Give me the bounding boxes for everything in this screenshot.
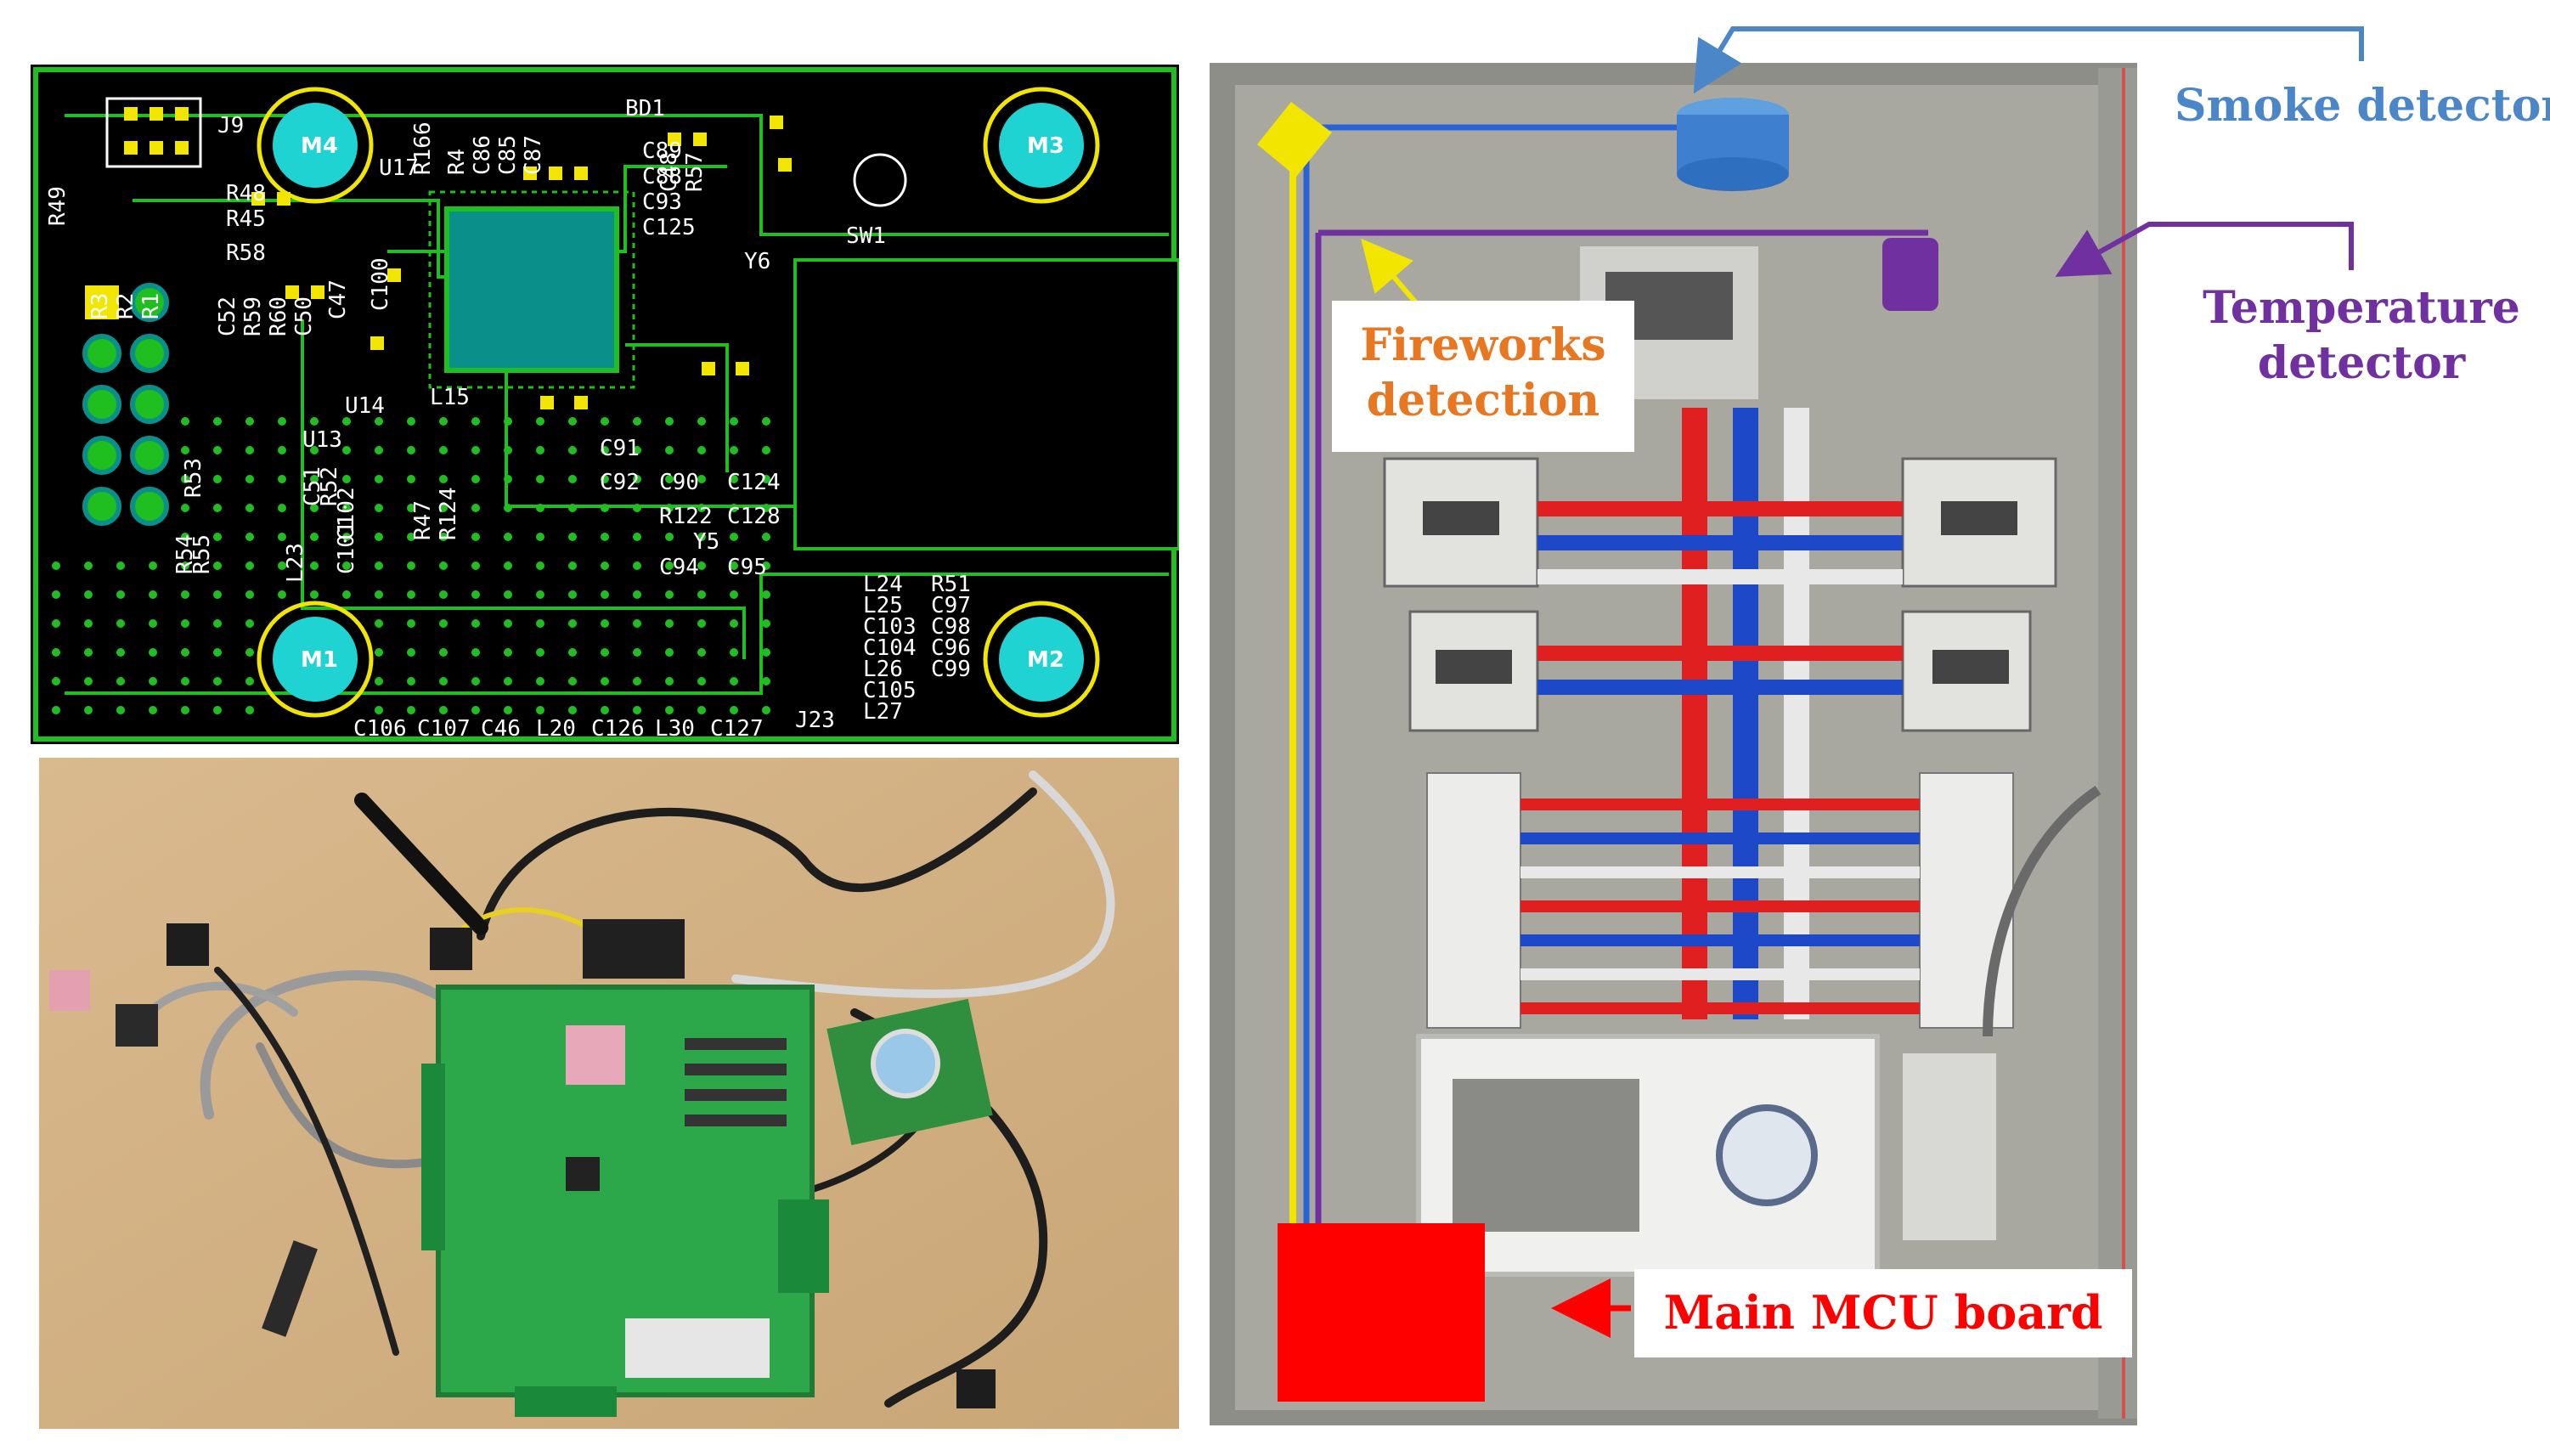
fireworks-detection-text-line2: detection — [1366, 375, 1600, 426]
silkscreen-label-c52: C52 — [215, 296, 240, 336]
silkscreen-label-u14: U14 — [345, 393, 385, 419]
silkscreen-label-c99: C99 — [931, 657, 971, 682]
silkscreen-label-r1: R1 — [138, 293, 164, 319]
silkscreen-label-c89: C89 — [642, 138, 682, 164]
silkscreen-label-c102: C102 — [334, 487, 359, 540]
silkscreen-label-c97: C97 — [931, 593, 971, 618]
silkscreen-label-l24: L24 — [863, 572, 903, 597]
smoke-detector-label: Smoke detector — [2175, 78, 2550, 133]
silkscreen-label-c103: C103 — [863, 614, 917, 640]
silkscreen-label-c128: C128 — [727, 504, 781, 529]
silkscreen-label-c88: C88 — [642, 164, 682, 189]
silkscreen-label-y6: Y6 — [744, 249, 770, 274]
silkscreen-label-c96: C96 — [931, 635, 971, 661]
silkscreen-label-c126: C126 — [591, 716, 645, 742]
silkscreen-label-r52: R52 — [317, 466, 342, 506]
board-photo-drawing — [39, 758, 1179, 1429]
silkscreen-label-r51: R51 — [931, 572, 971, 597]
hole-label-m3: M3 — [1027, 133, 1064, 159]
silkscreen-label-r2: R2 — [113, 293, 138, 319]
silkscreen-label-l30: L30 — [655, 716, 695, 742]
silkscreen-label-l25: L25 — [863, 593, 903, 618]
silkscreen-label-r166: R166 — [410, 121, 436, 175]
temperature-detector-label: Temperature detector — [2175, 280, 2548, 391]
board-photo-image — [39, 758, 1179, 1429]
silkscreen-label-c95: C95 — [727, 555, 767, 580]
silkscreen-label-l23: L23 — [283, 543, 308, 583]
silkscreen-label-u17: U17 — [379, 155, 419, 181]
silkscreen-label-j9: J9 — [217, 113, 244, 138]
silkscreen-label-sw1: SW1 — [846, 223, 886, 249]
silkscreen-label-l20: L20 — [536, 716, 576, 742]
silkscreen-label-c90: C90 — [659, 470, 699, 495]
silkscreen-label-r59: R59 — [240, 296, 266, 336]
silkscreen-label-c48: C48 — [657, 152, 682, 192]
silkscreen-label-r49: R49 — [45, 186, 71, 226]
silkscreen-label-c87: C87 — [521, 135, 546, 175]
silkscreen-label-c51: C51 — [300, 466, 325, 506]
silkscreen-label-c101: C101 — [334, 521, 359, 574]
silkscreen-label-c46: C46 — [481, 716, 521, 742]
silkscreen-label-c125: C125 — [642, 215, 696, 240]
main-mcu-board-label: Main MCU board — [1634, 1269, 2132, 1357]
silkscreen-label-c104: C104 — [863, 635, 917, 661]
silkscreen-label-c107: C107 — [417, 716, 471, 742]
silkscreen-label-c86: C86 — [470, 135, 495, 175]
silkscreen-label-r53: R53 — [181, 458, 206, 498]
silkscreen-label-l27: L27 — [863, 699, 903, 725]
smoke-detector-text: Smoke detector — [2175, 80, 2550, 132]
silkscreen-label-r48: R48 — [226, 181, 266, 206]
electrical-cabinet-image — [1206, 51, 2141, 1429]
silkscreen-label-bd1: BD1 — [625, 96, 665, 121]
hole-label-m2: M2 — [1027, 647, 1064, 673]
silkscreen-label-c94: C94 — [659, 555, 699, 580]
silkscreen-label-r54: R54 — [172, 534, 198, 574]
hole-label-m4: M4 — [301, 133, 338, 159]
silkscreen-label-r47: R47 — [410, 500, 436, 540]
silkscreen-label-c106: C106 — [353, 716, 407, 742]
temperature-detector-text-line1: Temperature — [2203, 282, 2520, 334]
temperature-detector-text-line2: detector — [2257, 337, 2466, 389]
electrical-cabinet-drawing — [1206, 51, 2141, 1429]
silkscreen-label-r45: R45 — [226, 206, 266, 232]
silkscreen-label-c91: C91 — [600, 436, 640, 461]
silkscreen-label-r3: R3 — [87, 293, 113, 319]
silkscreen-label-r122: R122 — [659, 504, 713, 529]
silkscreen-label-j23: J23 — [795, 708, 835, 733]
silkscreen-label-c47: C47 — [325, 279, 351, 319]
silkscreen-label-l26: L26 — [863, 657, 903, 682]
silkscreen-label-r58: R58 — [226, 240, 266, 266]
silkscreen-label-c50: C50 — [291, 296, 317, 336]
silkscreen-label-r60: R60 — [266, 296, 291, 336]
hole-label-m1: M1 — [301, 647, 338, 673]
silkscreen-label-c98: C98 — [931, 614, 971, 640]
silkscreen-label-c93: C93 — [642, 189, 682, 215]
silkscreen-label-c127: C127 — [710, 716, 764, 742]
silkscreen-label-r55: R55 — [189, 534, 215, 574]
main-mcu-board-text: Main MCU board — [1663, 1285, 2103, 1340]
silkscreen-label-u13: U13 — [302, 427, 342, 453]
silkscreen-label-r124: R124 — [436, 487, 461, 540]
silkscreen-label-c105: C105 — [863, 678, 917, 703]
silkscreen-label-c85: C85 — [495, 135, 521, 175]
silkscreen-label-c92: C92 — [600, 470, 640, 495]
fireworks-detection-text-line1: Fireworks — [1360, 319, 1606, 371]
silkscreen-label-l15: L15 — [430, 385, 470, 410]
silkscreen-label-c124: C124 — [727, 470, 781, 495]
silkscreen-label-c100: C100 — [368, 257, 393, 311]
fireworks-detection-label: Fireworks detection — [1332, 301, 1634, 452]
silkscreen-label-r4: R4 — [444, 149, 470, 175]
silkscreen-label-r57: R57 — [682, 152, 708, 192]
silkscreen-label-y5: Y5 — [693, 529, 719, 555]
